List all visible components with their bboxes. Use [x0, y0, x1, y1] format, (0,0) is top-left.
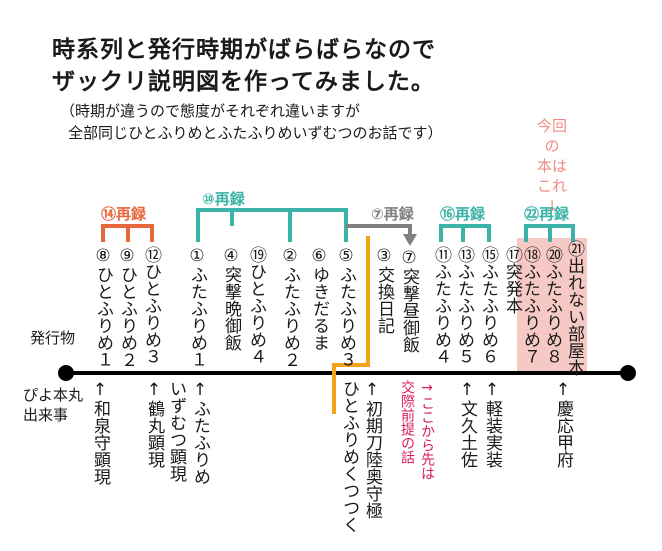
group-label-16: ⑯再録 — [440, 205, 486, 223]
timeline-start-line: 出来事 — [23, 406, 69, 424]
current-note-line: 本は — [536, 157, 567, 175]
publication-item: ⑱ふたふりめ７ — [520, 246, 540, 365]
timeline-end-dot — [620, 365, 636, 381]
timeline-start-line: ぴよ本丸 — [23, 386, 84, 404]
publication-item: ③交換日記 — [374, 246, 394, 334]
bracket-16 — [439, 224, 491, 242]
timeline-start-dot — [58, 365, 74, 381]
bracket-14 — [101, 224, 154, 242]
event-item: いずむつ顕現 — [166, 380, 186, 482]
publication-item: ②ふたふりめ２ — [280, 246, 300, 368]
title-line-2: ザックリ説明図を作ってみました。 — [52, 69, 435, 95]
event-item: ↑鶴丸顕現 — [144, 380, 164, 468]
event-item: ↑ふたふりめ — [190, 380, 210, 485]
publication-item: ⑨ひとふりめ２ — [117, 246, 137, 368]
event-item: ひとふりめくつつく — [339, 380, 359, 533]
title-line-1: 時系列と発行時期がばらばらなので — [52, 37, 436, 63]
bracket-10 — [196, 208, 348, 242]
bracket-7 — [346, 224, 412, 238]
event-item: ↑文久土佐 — [457, 380, 477, 468]
arrow-7 — [403, 234, 417, 246]
current-book-note: 今回の 本は これ ↓ — [530, 116, 574, 216]
publication-item: ⑬ふたふりめ５ — [454, 246, 474, 365]
publication-item: ⑫ひとふりめ３ — [141, 246, 161, 365]
publication-item: ⑧ひとふりめ１ — [93, 246, 113, 368]
publication-item: ⑦突撃昼御飯 — [399, 248, 419, 353]
event-item: ↑和泉守顕現 — [90, 380, 110, 485]
publication-item: ⑳ふたふりめ８ — [542, 246, 562, 365]
event-item: ↑軽装実装 — [482, 380, 502, 468]
publication-item: ⑥ゆきだるま — [309, 246, 329, 351]
note-line-1: （時期が違うので態度がそれぞれ違いますが — [60, 102, 361, 120]
divider-note-line-2: 交際前提の話 — [399, 380, 415, 464]
group-label-10: ⑩再録 — [202, 190, 245, 208]
publication-item: ⑮ふたふりめ６ — [478, 246, 498, 365]
event-item: ↑初期刀陸奥守極 — [362, 380, 382, 519]
group-label-7: ⑦再録 — [371, 205, 414, 223]
current-note-line: 今回の — [536, 117, 567, 155]
relationship-divider — [332, 236, 370, 414]
bracket-22 — [524, 224, 575, 242]
group-label-14: ⑭再録 — [101, 205, 147, 223]
publication-item: ⑰突発本 — [502, 246, 522, 314]
publication-item: ⑲ひとふりめ４ — [246, 246, 266, 365]
group-label-22: ㉒再録 — [524, 205, 570, 223]
publication-item: ④突撃晩御飯 — [221, 246, 241, 351]
current-note-line: これ — [536, 177, 567, 195]
current-book-highlight — [517, 238, 587, 374]
timeline-start-label: ぴよ本丸 出来事 — [23, 385, 83, 425]
publications-label: 発行物 — [30, 329, 76, 347]
publication-item: ⑤ふたふりめ３ — [336, 246, 356, 368]
publication-item: ①ふたふりめ１ — [187, 246, 207, 368]
publication-item: ㉑出れない部屋本 — [564, 240, 584, 376]
divider-note-line-1: →ここから先は — [419, 380, 435, 480]
event-item: ↑慶応甲府 — [553, 380, 573, 468]
note-line-2: 全部同じひとふりめとふたふりめいずむつのお話です） — [68, 124, 443, 142]
publication-item: ⑪ふたふりめ４ — [431, 246, 451, 365]
current-note-arrow: ↓ — [545, 197, 559, 215]
